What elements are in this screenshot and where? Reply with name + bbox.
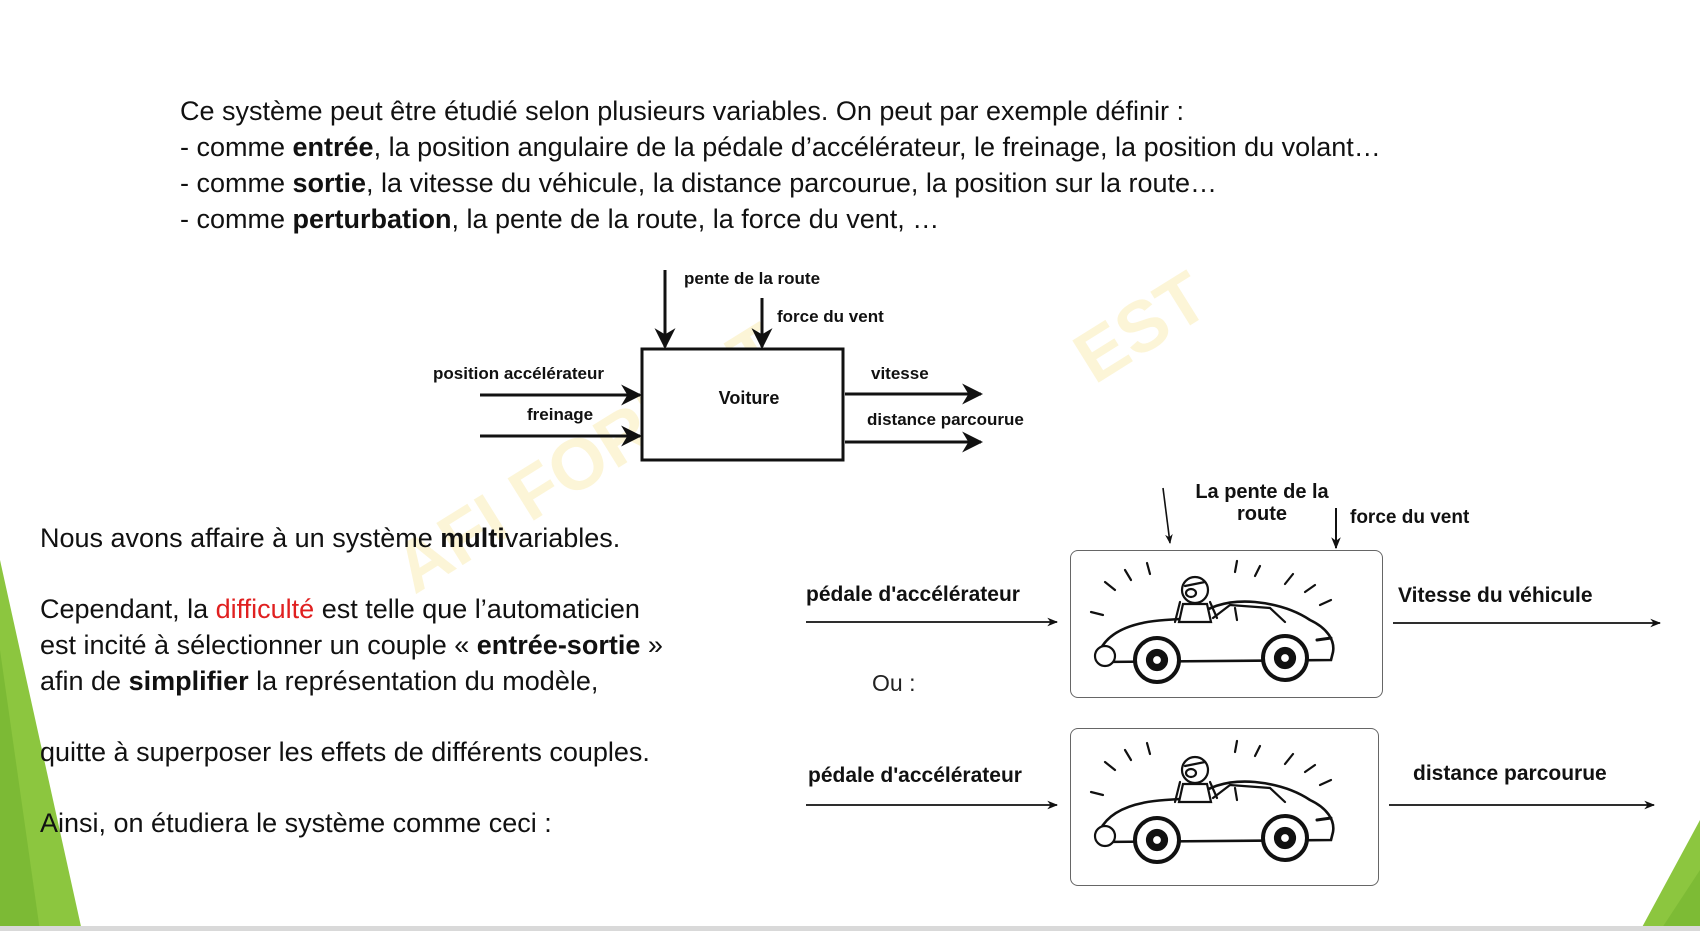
intro-term-perturbation: perturbation	[292, 204, 452, 234]
intro-term-sortie: sortie	[292, 168, 367, 198]
paragraph-difficulte-line3: afin de simplifier la représentation du …	[40, 663, 760, 699]
input-label-accelerateur: position accélérateur	[433, 364, 604, 383]
system-label: Voiture	[719, 388, 780, 408]
paragraph-ainsi: Ainsi, on étudiera le système comme ceci…	[40, 808, 552, 838]
separator-ou: Ou :	[872, 670, 916, 696]
car2-input-label: pédale d'accélérateur	[808, 764, 1022, 787]
intro-line-4-prefix: - comme	[180, 204, 293, 234]
intro-line-2: - comme entrée, la position angulaire de…	[180, 129, 1640, 165]
paragraph-superposer: quitte à superposer les effets de différ…	[40, 737, 650, 767]
car2-output-label: distance parcourue	[1413, 762, 1607, 785]
paragraph-multivariable: Nous avons affaire à un système multivar…	[40, 520, 760, 556]
highlight-difficulte: difficulté	[215, 594, 315, 624]
green-left-triangle-dark	[0, 650, 40, 931]
p2-f: la représentation du modèle,	[248, 666, 599, 696]
intro-line-1: Ce système peut être étudié selon plusie…	[180, 96, 1185, 126]
paragraph-difficulte-line1: Cependant, la difficulté est telle que l…	[40, 591, 760, 627]
p1-bold: multi	[440, 523, 505, 553]
output-label-distance: distance parcourue	[867, 410, 1024, 429]
input-label-freinage: freinage	[527, 405, 593, 424]
p2-a: Cependant, la	[40, 594, 216, 624]
intro-term-entree: entrée	[292, 132, 374, 162]
output-label-vitesse: vitesse	[871, 364, 929, 383]
car1-input-label: pédale d'accélérateur	[806, 583, 1020, 606]
p1-rest: variables.	[504, 523, 621, 553]
explanation-text: Nous avons affaire à un système multivar…	[40, 520, 760, 841]
term-simplifier: simplifier	[128, 666, 249, 696]
car1-disturbance-vent: force du vent	[1350, 507, 1470, 528]
intro-line-2-rest: , la position angulaire de la pédale d’a…	[373, 132, 1381, 162]
intro-line-2-prefix: - comme	[180, 132, 293, 162]
intro-line-4-rest: , la pente de la route, la force du vent…	[451, 204, 940, 234]
p2-b: est telle que l’automaticien	[314, 594, 640, 624]
green-right-triangle-2	[1660, 870, 1700, 931]
car-illustration-1	[1089, 559, 1335, 684]
paragraph-difficulte-line2: est incité à sélectionner un couple « en…	[40, 627, 760, 663]
intro-text: Ce système peut être étudié selon plusie…	[180, 93, 1640, 237]
disturbance-label-vent: force du vent	[777, 307, 884, 326]
intro-line-3: - comme sortie, la vitesse du véhicule, …	[180, 165, 1640, 201]
intro-line-3-prefix: - comme	[180, 168, 293, 198]
car1-output-label: Vitesse du véhicule	[1398, 584, 1593, 607]
p2-c: est incité à sélectionner un couple «	[40, 630, 477, 660]
term-entree-sortie: entrée-sortie	[476, 630, 641, 660]
car1-arrow-pente	[1162, 487, 1173, 544]
p2-d: »	[640, 630, 663, 660]
car-illustration-2	[1089, 739, 1335, 864]
p1-prefix: Nous avons affaire à un système	[40, 523, 441, 553]
p2-e: afin de	[40, 666, 129, 696]
car1-disturbance-pente-line1: La pente de la	[1195, 481, 1329, 503]
intro-line-4: - comme perturbation, la pente de la rou…	[180, 201, 1640, 237]
car1-disturbance-pente-line2: route	[1237, 503, 1287, 525]
disturbance-label-pente: pente de la route	[684, 269, 820, 288]
intro-line-3-rest: , la vitesse du véhicule, la distance pa…	[366, 168, 1218, 198]
